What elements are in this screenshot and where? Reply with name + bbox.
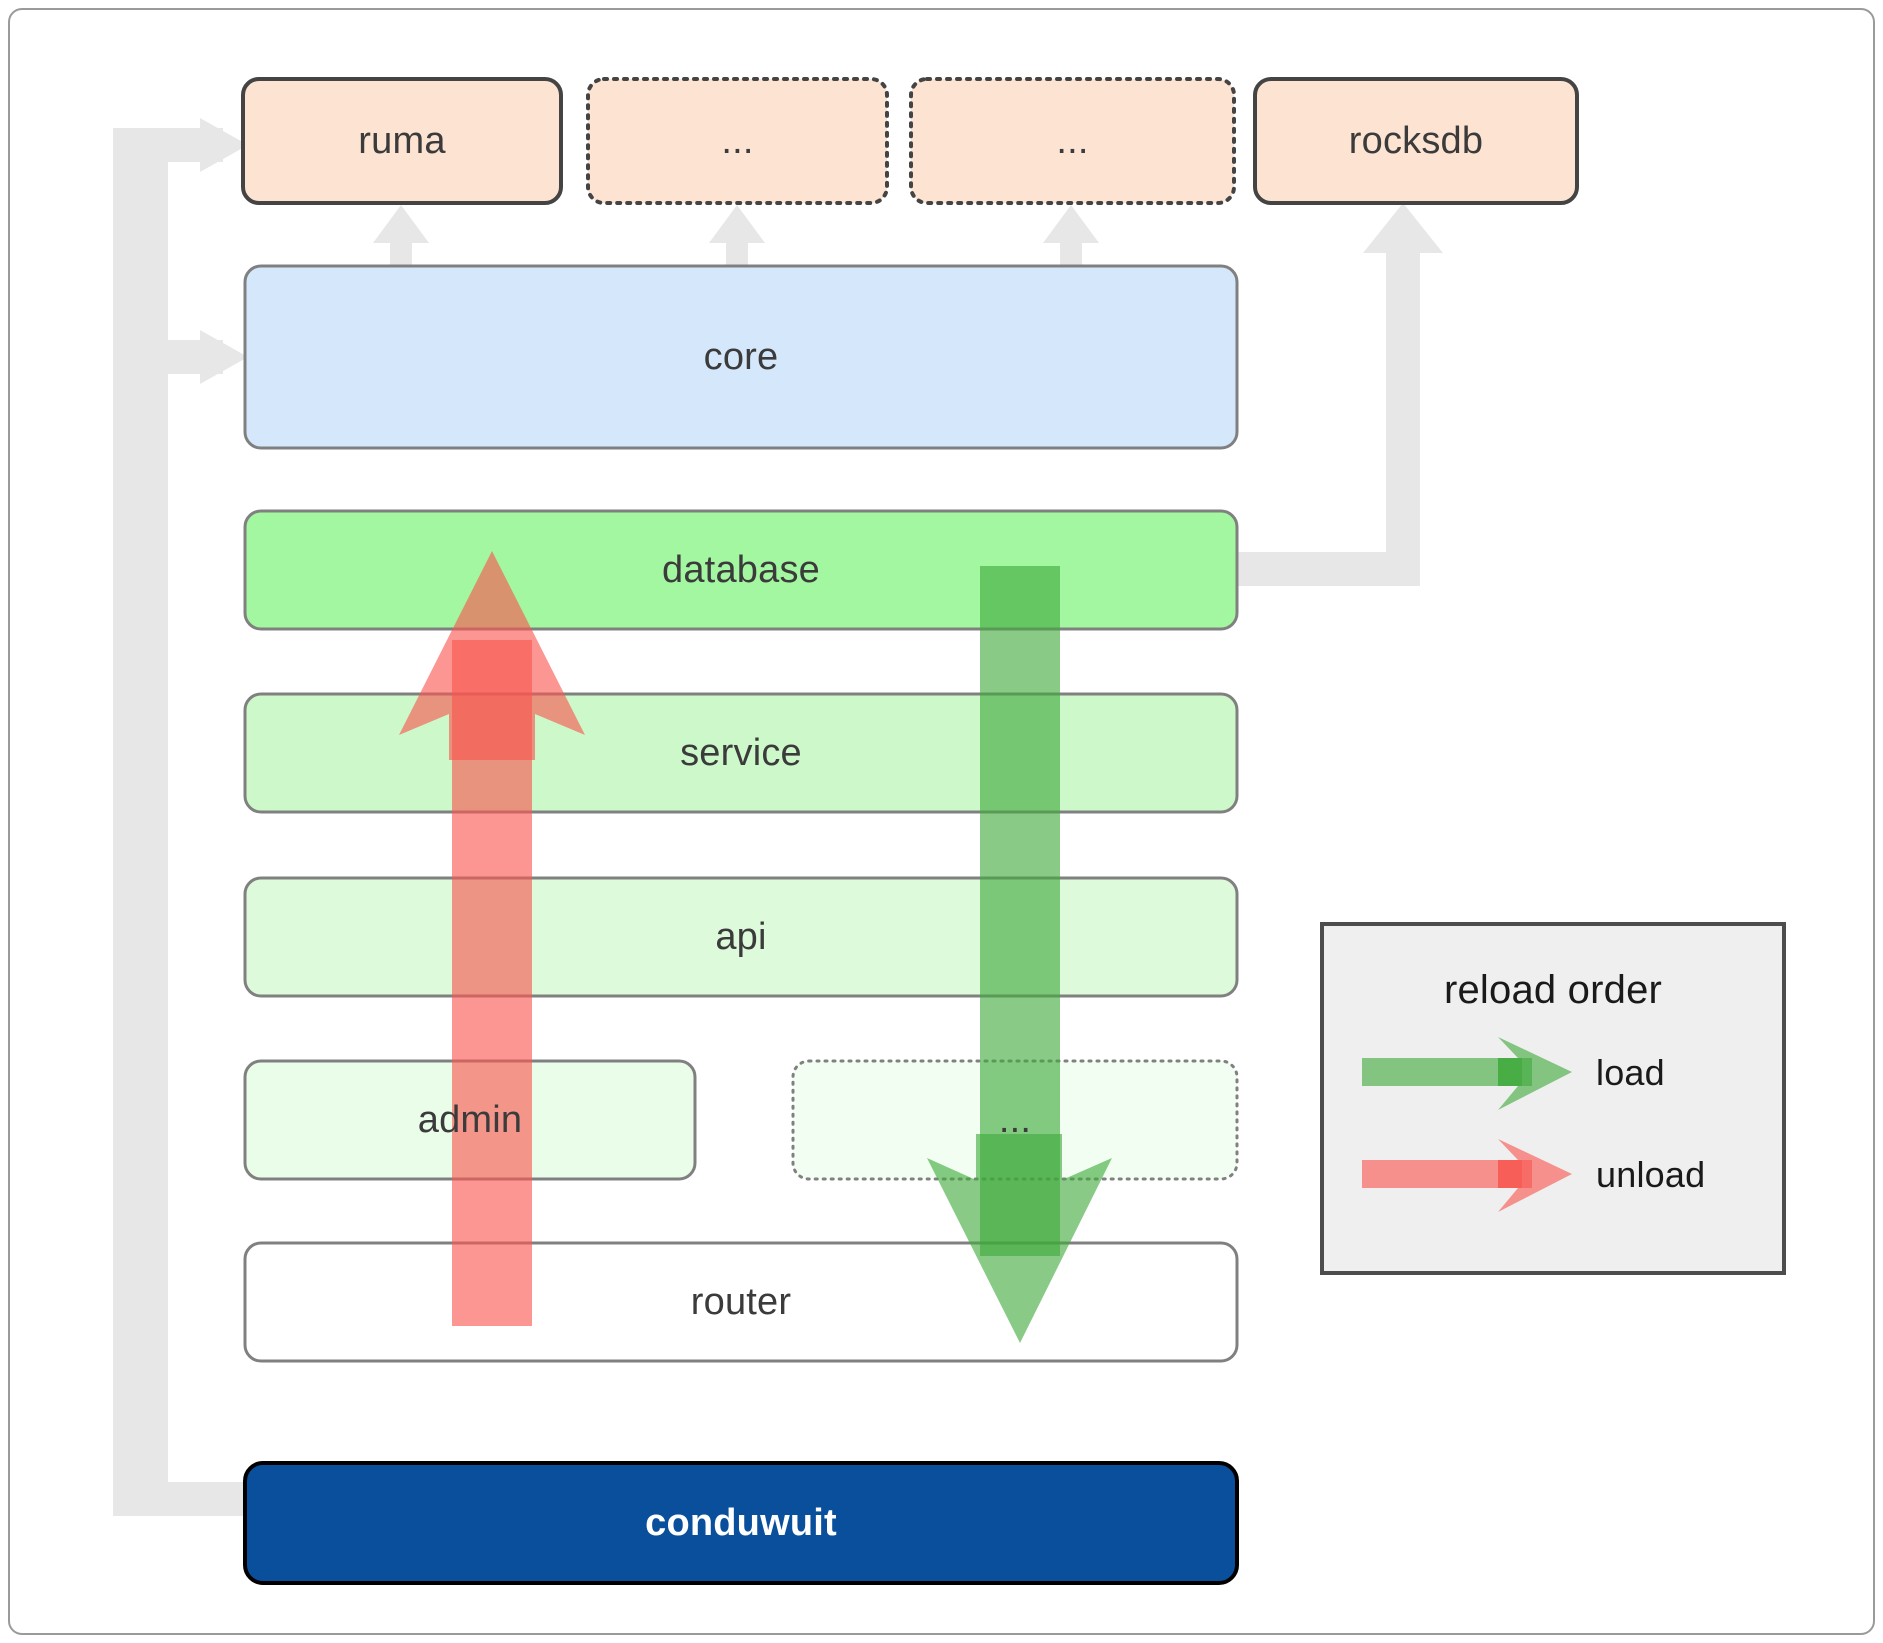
connector-core-ruma-head	[373, 205, 429, 243]
connector-core-dep3-head	[1043, 205, 1099, 243]
legend-load-swatch	[1362, 1037, 1572, 1110]
load-arrow	[927, 566, 1112, 1343]
legend-unload-swatch	[1362, 1139, 1572, 1212]
connector-db-rocksdb-head	[1363, 203, 1443, 253]
connector-branch-ruma-head	[200, 118, 248, 172]
box-dep2[interactable]	[586, 77, 889, 205]
connector-conduwuit-trunk	[139, 135, 243, 1516]
legend-box	[1320, 922, 1786, 1275]
box-ruma[interactable]	[241, 77, 563, 205]
connector-db-rocksdb-vertical	[1386, 250, 1420, 586]
connector-branch-core-head	[200, 330, 248, 384]
connector-core-dep2-head	[709, 205, 765, 243]
connector-to-conduwuit	[113, 1482, 253, 1516]
box-rocksdb[interactable]	[1253, 77, 1579, 205]
box-core[interactable]	[243, 264, 1239, 450]
unload-arrow	[399, 551, 585, 1326]
load-arrow-head	[927, 1134, 1112, 1343]
unload-arrow-head	[399, 551, 585, 760]
gray-connectors	[139, 135, 243, 1516]
box-conduwuit[interactable]	[243, 1461, 1239, 1585]
box-dep3[interactable]	[909, 77, 1236, 205]
